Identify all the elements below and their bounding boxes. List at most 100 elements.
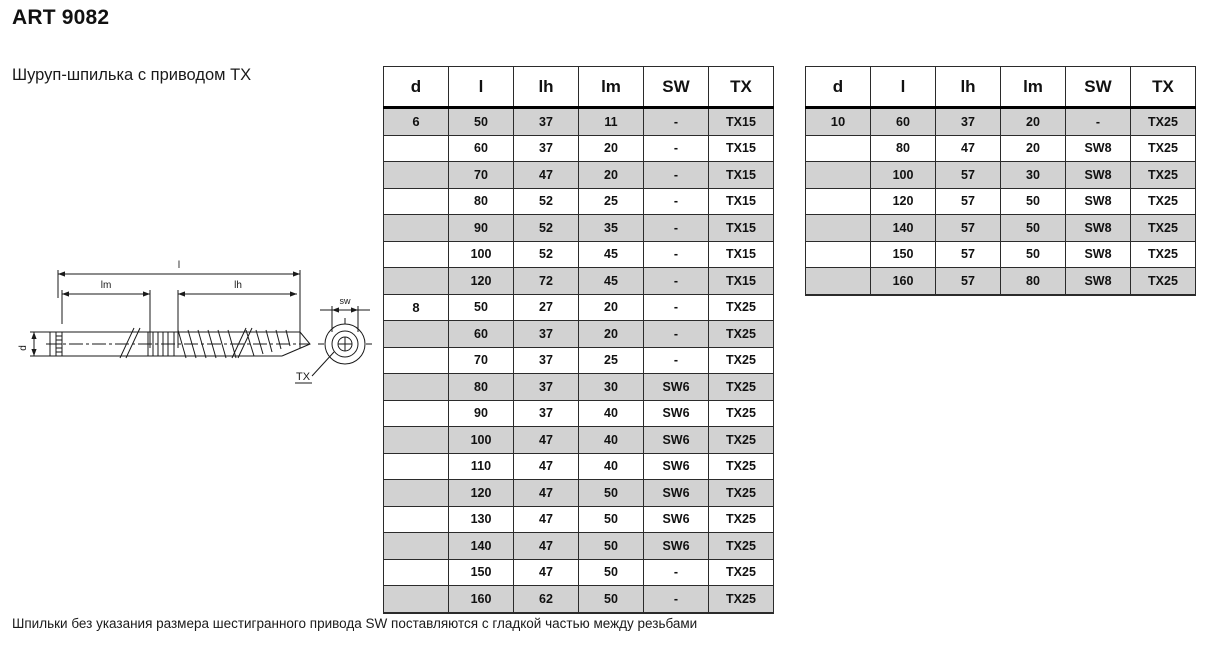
cell-lm: 50 — [578, 479, 644, 507]
cell-lm: 30 — [1000, 161, 1066, 189]
cell-lm: 80 — [1000, 267, 1066, 296]
cell-tx: TX25 — [708, 426, 774, 454]
cell-lm: 20 — [1000, 107, 1066, 136]
cell-sw: SW6 — [643, 373, 709, 401]
cell-sw: SW6 — [643, 399, 709, 427]
cell-lm: 20 — [578, 134, 644, 162]
cell-l: 50 — [448, 293, 514, 321]
cell-d — [805, 240, 871, 268]
screw-body — [46, 327, 310, 359]
cell-d — [805, 161, 871, 189]
cell-d — [805, 214, 871, 242]
cell-d — [383, 187, 449, 215]
cell-d — [383, 320, 449, 348]
cell-lm: 50 — [1000, 214, 1066, 242]
cell-l: 60 — [448, 320, 514, 348]
cell-lh: 37 — [513, 373, 579, 401]
cell-l: 60 — [870, 107, 936, 136]
cell-sw: - — [643, 558, 709, 586]
cell-d: 6 — [383, 107, 449, 136]
cell-lh: 37 — [513, 320, 579, 348]
cell-lh: 52 — [513, 214, 579, 242]
cell-lh: 37 — [513, 399, 579, 427]
cell-lh: 47 — [513, 558, 579, 586]
cell-tx: TX25 — [1130, 240, 1196, 268]
cell-tx: TX15 — [708, 161, 774, 189]
column-header-l: l — [870, 66, 936, 109]
cell-sw: SW8 — [1065, 214, 1131, 242]
cell-tx: TX25 — [708, 479, 774, 507]
cell-d — [805, 187, 871, 215]
column-header-l: l — [448, 66, 514, 109]
wood-thread — [174, 327, 311, 359]
cell-lh: 47 — [513, 161, 579, 189]
svg-text:TX: TX — [296, 371, 311, 383]
cell-tx: TX25 — [708, 558, 774, 586]
cell-lm: 25 — [578, 187, 644, 215]
dimension-length-wood: lh — [177, 280, 297, 348]
cell-tx: TX15 — [708, 240, 774, 268]
cell-l: 130 — [448, 505, 514, 533]
table-header-row: d l lh lm SW TX — [805, 66, 1196, 109]
cell-l: 90 — [448, 214, 514, 242]
cell-lm: 50 — [1000, 240, 1066, 268]
cell-d — [383, 267, 449, 295]
cell-sw: - — [643, 267, 709, 295]
cell-lh: 57 — [935, 187, 1001, 215]
cell-sw: - — [643, 240, 709, 268]
cell-tx: TX25 — [1130, 134, 1196, 162]
cell-l: 120 — [870, 187, 936, 215]
footnote-text: Шпильки без указания размера шестигранно… — [12, 616, 698, 631]
cell-lh: 62 — [513, 585, 579, 614]
cell-l: 80 — [448, 373, 514, 401]
cell-l: 160 — [870, 267, 936, 296]
column-header-sw: SW — [1065, 66, 1131, 109]
cell-d — [383, 479, 449, 507]
column-header-tx: TX — [708, 66, 774, 109]
cell-l: 60 — [448, 134, 514, 162]
cell-l: 70 — [448, 161, 514, 189]
cell-sw: SW6 — [643, 479, 709, 507]
cell-sw: SW8 — [1065, 161, 1131, 189]
cell-l: 80 — [448, 187, 514, 215]
cell-d — [383, 399, 449, 427]
cell-tx: TX15 — [708, 267, 774, 295]
cell-lh: 57 — [935, 267, 1001, 296]
cell-sw: - — [643, 346, 709, 374]
cell-sw: - — [643, 134, 709, 162]
cell-lh: 27 — [513, 293, 579, 321]
technical-drawing: l lm lh — [10, 252, 375, 402]
dimension-length-metric: lm — [61, 280, 151, 348]
cell-lm: 25 — [578, 346, 644, 374]
cell-lm: 30 — [578, 373, 644, 401]
cell-lm: 20 — [578, 161, 644, 189]
cell-lm: 11 — [578, 107, 644, 136]
cell-tx: TX25 — [708, 532, 774, 560]
cell-d — [805, 267, 871, 296]
cell-lh: 57 — [935, 240, 1001, 268]
cell-tx: TX25 — [1130, 161, 1196, 189]
cell-d — [383, 426, 449, 454]
cell-lh: 37 — [935, 107, 1001, 136]
cell-tx: TX25 — [708, 320, 774, 348]
cell-sw: - — [643, 214, 709, 242]
column-header-d: d — [383, 66, 449, 109]
cell-sw: SW6 — [643, 452, 709, 480]
column-header-tx: TX — [1130, 66, 1196, 109]
cell-lm: 50 — [578, 558, 644, 586]
column-header-lh: lh — [513, 66, 579, 109]
cell-sw: - — [643, 187, 709, 215]
cell-lm: 40 — [578, 399, 644, 427]
